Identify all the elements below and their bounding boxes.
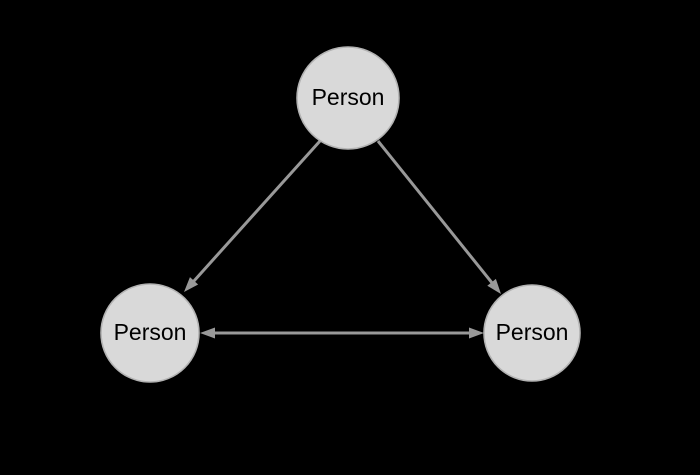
- node-label: Person: [114, 319, 187, 345]
- edge-line: [190, 139, 322, 285]
- edge-top-to-bottom-right[interactable]: [376, 140, 501, 294]
- edge-top-to-bottom-left[interactable]: [184, 139, 322, 292]
- edge-bottom-left-to-bottom-right[interactable]: [200, 327, 484, 339]
- node-shape: [296, 46, 400, 150]
- node-shape: [100, 283, 200, 383]
- edge-line: [376, 140, 495, 286]
- arrowhead-icon: [200, 327, 215, 339]
- node-shape: [483, 284, 581, 382]
- arrowhead-icon: [184, 277, 199, 292]
- node-label: Person: [312, 84, 385, 110]
- node-person-top[interactable]: Person: [296, 46, 400, 150]
- arrowhead-icon: [487, 278, 501, 294]
- node-person-bottom-right[interactable]: Person: [483, 284, 581, 382]
- node-person-bottom-left[interactable]: Person: [100, 283, 200, 383]
- node-label: Person: [496, 319, 569, 345]
- arrowhead-icon: [469, 327, 484, 339]
